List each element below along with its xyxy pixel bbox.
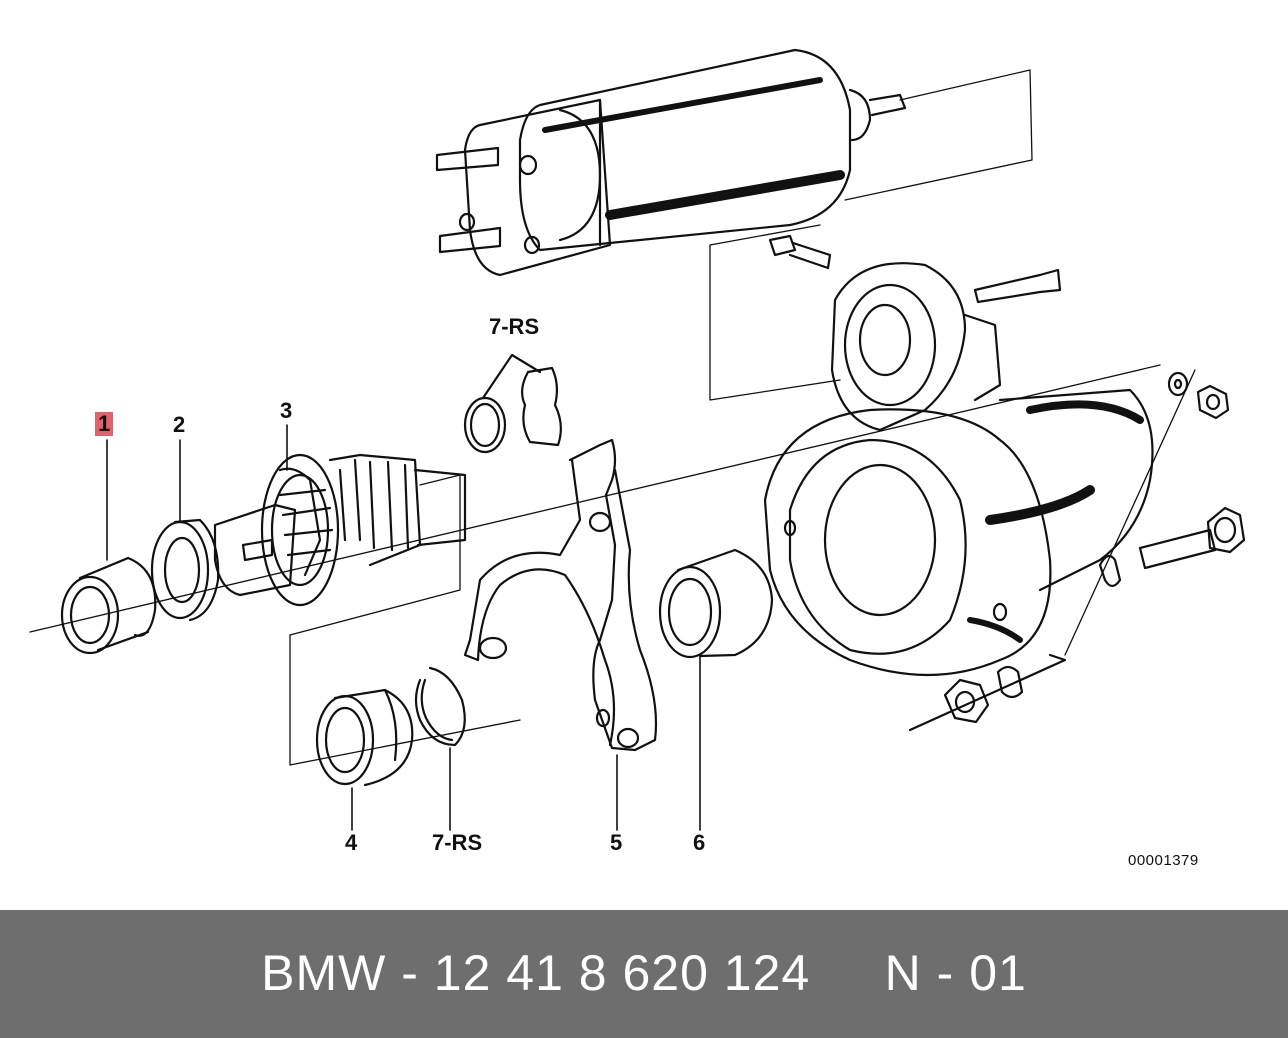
part-2-ring <box>150 518 220 622</box>
footer-bar: BMW - 12 41 8 620 124 N - 01 <box>0 910 1288 1038</box>
callout-7rs-bottom[interactable]: 7-RS <box>432 830 483 855</box>
part-5-shift-fork <box>463 438 658 752</box>
drive-end-housing <box>763 262 1154 677</box>
callout-2[interactable]: 2 <box>173 412 186 437</box>
exploded-parts-diagram <box>29 48 1246 831</box>
part-6-sleeve <box>658 548 774 659</box>
solenoid-switch <box>435 48 907 277</box>
mounting-bolts <box>768 234 1062 304</box>
callout-5[interactable]: 5 <box>610 830 623 855</box>
part-7rs-snap-ring <box>414 666 466 747</box>
nuts-and-washers <box>908 369 1246 732</box>
callout-6[interactable]: 6 <box>693 830 706 855</box>
diagram-code: 00001379 <box>1128 852 1199 869</box>
callout-3[interactable]: 3 <box>280 398 293 423</box>
part-number-caption: BMW - 12 41 8 620 124 N - 01 <box>261 945 1027 1001</box>
callout-7rs-top[interactable]: 7-RS <box>489 314 540 339</box>
leader-lines <box>106 424 701 831</box>
part-4-bushing <box>315 688 414 787</box>
part-7rs-gaskets-top <box>463 353 562 454</box>
callout-4[interactable]: 4 <box>345 830 358 855</box>
part-3-pinion-freewheel <box>213 453 467 607</box>
callout-1[interactable]: 1 <box>95 412 114 436</box>
part-1-bushing <box>60 556 157 655</box>
